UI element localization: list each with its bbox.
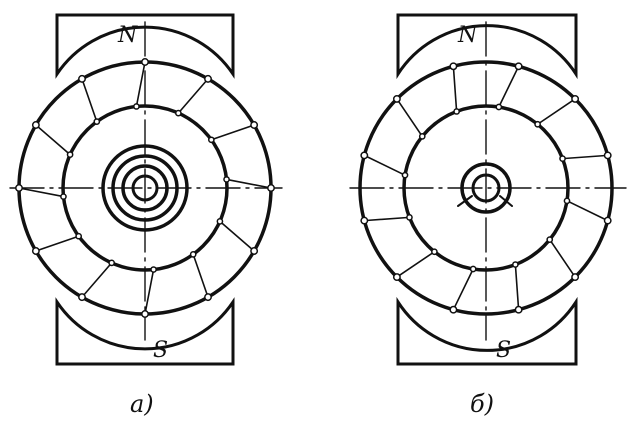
- coil-terminal: [175, 109, 182, 117]
- coil-conductor: [548, 238, 576, 278]
- coil-terminal: [78, 293, 86, 302]
- coil-terminal: [571, 94, 580, 103]
- coil-terminal: [66, 151, 74, 158]
- coil-terminal: [431, 248, 438, 256]
- coil-conductor: [135, 61, 146, 108]
- coil-terminal: [469, 265, 477, 273]
- coil-terminal: [534, 120, 541, 128]
- commutator-lead: [457, 195, 473, 207]
- pole-label-south: S: [496, 338, 511, 363]
- diagram-b: [349, 13, 627, 366]
- coil-terminal: [204, 74, 212, 83]
- coil-conductor: [81, 262, 113, 298]
- commutator-ring: [101, 144, 189, 232]
- coil-group: [15, 58, 275, 318]
- coil-terminal: [250, 121, 259, 129]
- coil-terminal: [93, 118, 101, 126]
- coil-conductor: [452, 268, 474, 311]
- coil-terminal: [207, 136, 215, 144]
- coil-conductor: [35, 124, 71, 156]
- coil-terminal: [512, 261, 519, 268]
- commutator-ring: [460, 162, 512, 214]
- coil-conductor: [363, 154, 406, 176]
- coil-terminal: [563, 197, 571, 205]
- coil-terminal: [360, 151, 369, 160]
- commutator-ring: [111, 154, 179, 222]
- pole-piece-south: [396, 296, 578, 366]
- coil-terminal: [514, 62, 523, 71]
- coil-terminal: [141, 310, 149, 318]
- coil-terminal: [495, 103, 503, 111]
- commutator-ring: [121, 164, 169, 212]
- coil-terminal: [406, 214, 413, 221]
- coil-terminal: [392, 273, 401, 282]
- coil-terminal: [453, 108, 460, 115]
- coil-conductor: [452, 65, 458, 113]
- commutator-ring: [471, 173, 501, 203]
- coil-terminal: [31, 121, 40, 129]
- coil-terminal: [223, 176, 230, 183]
- coil-conductor: [363, 216, 411, 222]
- pole-label-north: N: [117, 23, 138, 48]
- pole-piece-north: [396, 13, 578, 80]
- commutator-lead: [499, 195, 513, 207]
- coil-conductor: [561, 154, 609, 160]
- coil-conductor: [536, 98, 576, 126]
- armature-inner-ring: [61, 104, 229, 272]
- coil-terminal: [60, 193, 67, 200]
- coil-group: [360, 62, 612, 314]
- coil-terminal: [108, 259, 115, 267]
- coil-terminal: [150, 266, 157, 273]
- coil-terminal: [31, 247, 40, 255]
- coil-conductor: [396, 98, 424, 138]
- coil-terminal: [571, 273, 580, 282]
- coil-conductor: [210, 124, 255, 141]
- coil-conductor: [18, 187, 65, 198]
- coil-terminal: [204, 293, 212, 302]
- coil-terminal: [267, 184, 275, 192]
- armature-inner-ring: [402, 104, 570, 272]
- coil-conductor: [514, 263, 520, 311]
- coil-conductor: [498, 65, 520, 108]
- coil-terminal: [360, 216, 369, 225]
- diagram-a: [9, 13, 283, 366]
- coil-terminal: [546, 236, 554, 243]
- coil-terminal: [418, 133, 426, 140]
- coil-terminal: [603, 151, 612, 160]
- coil-terminal: [75, 232, 83, 240]
- armature-outer-ring: [358, 60, 614, 316]
- coil-terminal: [15, 184, 23, 192]
- coil-conductor: [219, 220, 255, 252]
- coil-conductor: [35, 235, 80, 252]
- coil-terminal: [250, 247, 259, 255]
- coil-terminal: [189, 250, 197, 258]
- coil-terminal: [216, 218, 224, 225]
- pole-label-south: S: [153, 338, 168, 363]
- coil-conductor: [566, 200, 609, 222]
- coil-terminal: [392, 94, 401, 103]
- coil-terminal: [449, 62, 458, 71]
- coil-terminal: [449, 305, 458, 314]
- coil-terminal: [559, 155, 566, 162]
- pole-piece-south: [55, 297, 235, 366]
- pole-label-north: N: [457, 23, 478, 48]
- coil-terminal: [401, 171, 409, 179]
- coil-terminal: [603, 216, 612, 225]
- coil-conductor: [177, 78, 209, 114]
- coil-conductor: [396, 250, 436, 278]
- coil-conductor: [225, 178, 272, 189]
- coil-terminal: [133, 103, 140, 110]
- caption-b: б): [470, 390, 494, 418]
- coil-conductor: [192, 253, 209, 298]
- pole-piece-north: [55, 13, 235, 79]
- coil-conductor: [81, 78, 98, 123]
- coil-conductor: [144, 268, 155, 315]
- caption-a: а): [130, 390, 154, 418]
- coil-terminal: [514, 305, 523, 314]
- coil-terminal: [141, 58, 149, 66]
- commutator-ring: [131, 174, 159, 202]
- coil-terminal: [78, 74, 86, 83]
